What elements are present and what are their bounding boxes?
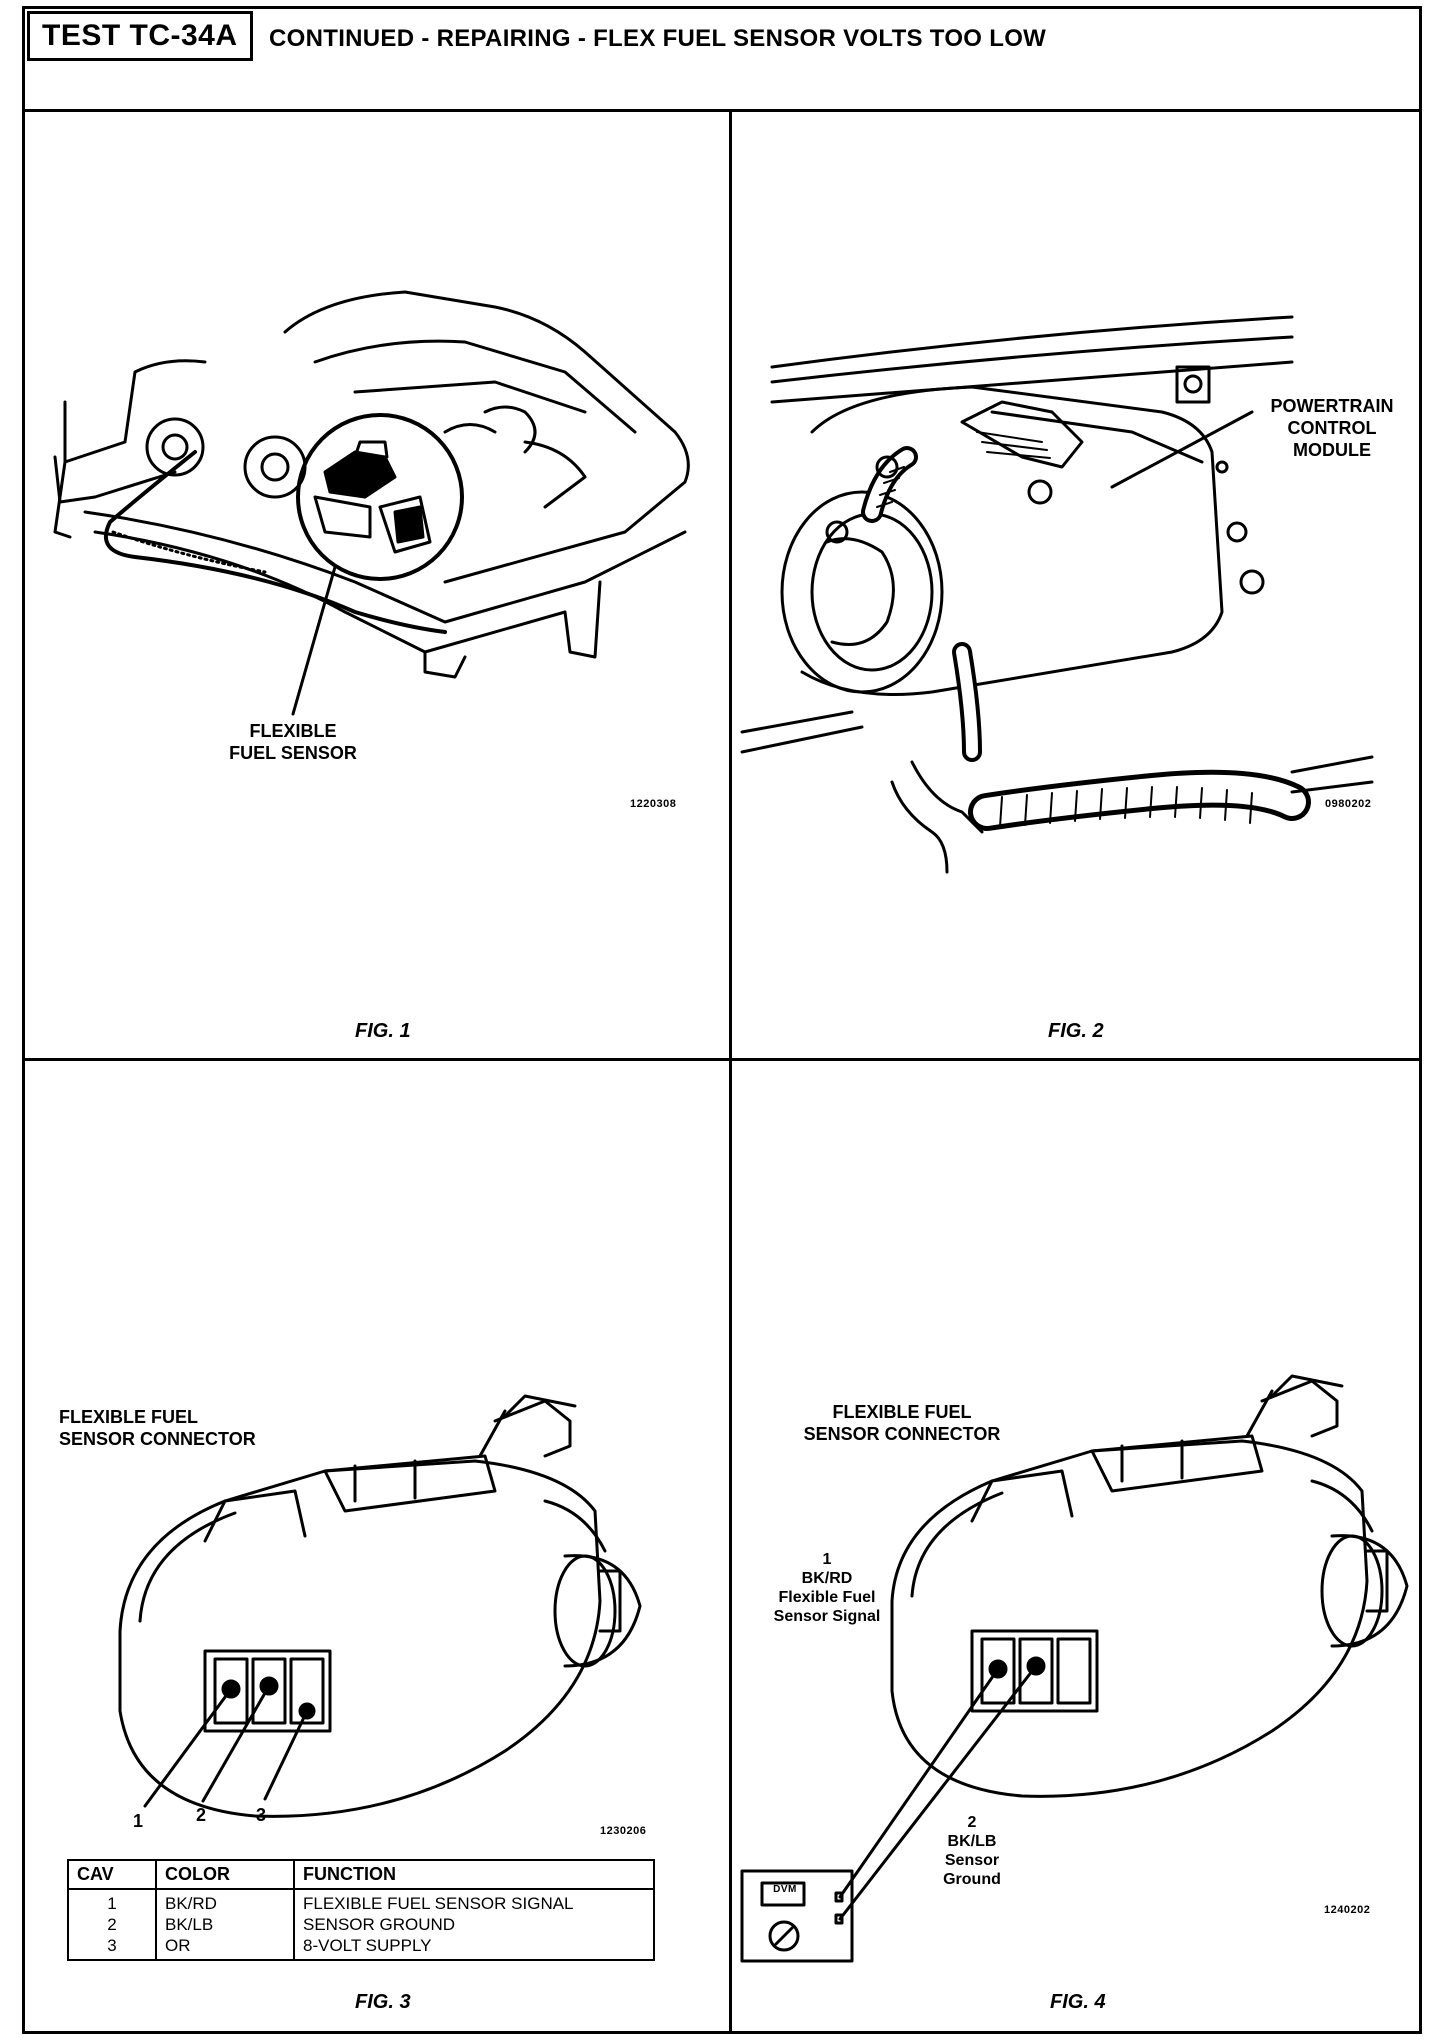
figure-2-caption: FIG. 2 bbox=[1048, 1020, 1104, 1042]
table-row: 2 BK/LB SENSOR GROUND bbox=[67, 1914, 655, 1935]
cell-function: FLEXIBLE FUEL SENSOR SIGNAL bbox=[293, 1889, 655, 1914]
cell-cav: 2 bbox=[67, 1914, 157, 1935]
pin-3-number: 3 bbox=[256, 1805, 267, 1825]
figure-3-caption: FIG. 3 bbox=[355, 1991, 411, 2013]
pin-2-callout: 2 BK/LB Sensor Ground bbox=[943, 1814, 1001, 1888]
figure-3-code: 1230206 bbox=[600, 1825, 647, 1837]
test-id-box: TEST TC-34A bbox=[27, 11, 253, 61]
connector-label: FLEXIBLE FUEL SENSOR CONNECTOR bbox=[59, 1407, 256, 1449]
col-color: COLOR bbox=[155, 1859, 295, 1890]
cavity-table-header: CAV COLOR FUNCTION bbox=[67, 1859, 655, 1890]
dvm-display-label: DVM bbox=[773, 1884, 797, 1895]
figure-2-panel: POWERTRAIN CONTROL MODULE 0980202 FIG. 2 bbox=[732, 112, 1419, 1058]
cell-color: BK/RD bbox=[155, 1889, 295, 1914]
pin-1-callout: 1 BK/RD Flexible Fuel Sensor Signal bbox=[773, 1551, 881, 1625]
grid-divider-vertical bbox=[729, 112, 732, 2031]
engine-compartment-illustration bbox=[53, 290, 690, 716]
cell-function: 8-VOLT SUPPLY bbox=[293, 1935, 655, 1961]
pin-1-number: 1 bbox=[133, 1811, 144, 1831]
figure-4-code: 1240202 bbox=[1324, 1904, 1371, 1916]
cell-function: SENSOR GROUND bbox=[293, 1914, 655, 1935]
flexible-fuel-sensor-label: FLEXIBLE FUEL SENSOR bbox=[229, 721, 357, 763]
connector-label: FLEXIBLE FUEL SENSOR CONNECTOR bbox=[803, 1402, 1001, 1444]
connector-probe-illustration bbox=[740, 1374, 1409, 1963]
cell-cav: 1 bbox=[67, 1889, 157, 1914]
connector-pinout-illustration bbox=[118, 1394, 642, 1818]
figure-2-code: 0980202 bbox=[1325, 798, 1372, 810]
powertrain-control-module-label: POWERTRAIN CONTROL MODULE bbox=[1270, 396, 1394, 460]
col-cav: CAV bbox=[67, 1859, 157, 1890]
col-function: FUNCTION bbox=[293, 1859, 655, 1890]
figure-grid: FLEXIBLE FUEL SENSOR 1220308 FIG. 1 bbox=[25, 112, 1419, 2031]
figure-3-panel: FLEXIBLE FUEL SENSOR CONNECTOR bbox=[25, 1061, 729, 2029]
figure-1-caption: FIG. 1 bbox=[355, 1020, 411, 1042]
table-row: 1 BK/RD FLEXIBLE FUEL SENSOR SIGNAL bbox=[67, 1889, 655, 1914]
pcm-location-illustration bbox=[740, 315, 1374, 874]
page-header: TEST TC-34A CONTINUED - REPAIRING - FLEX… bbox=[25, 9, 1419, 112]
page-title: CONTINUED - REPAIRING - FLEX FUEL SENSOR… bbox=[269, 25, 1047, 52]
cavity-table: CAV COLOR FUNCTION 1 BK/RD FLEXIBLE FUEL… bbox=[67, 1859, 655, 1961]
figure-1-code: 1220308 bbox=[630, 798, 677, 810]
service-manual-page: TEST TC-34A CONTINUED - REPAIRING - FLEX… bbox=[22, 6, 1422, 2034]
cell-color: BK/LB bbox=[155, 1914, 295, 1935]
figure-4-caption: FIG. 4 bbox=[1050, 1991, 1106, 2013]
grid-divider-horizontal bbox=[25, 1058, 1419, 1061]
table-row: 3 OR 8-VOLT SUPPLY bbox=[67, 1935, 655, 1961]
cell-cav: 3 bbox=[67, 1935, 157, 1961]
pin-2-number: 2 bbox=[196, 1805, 207, 1825]
cell-color: OR bbox=[155, 1935, 295, 1961]
figure-4-panel: FLEXIBLE FUEL SENSOR CONNECTOR bbox=[732, 1061, 1419, 2029]
figure-1-panel: FLEXIBLE FUEL SENSOR 1220308 FIG. 1 bbox=[25, 112, 729, 1058]
